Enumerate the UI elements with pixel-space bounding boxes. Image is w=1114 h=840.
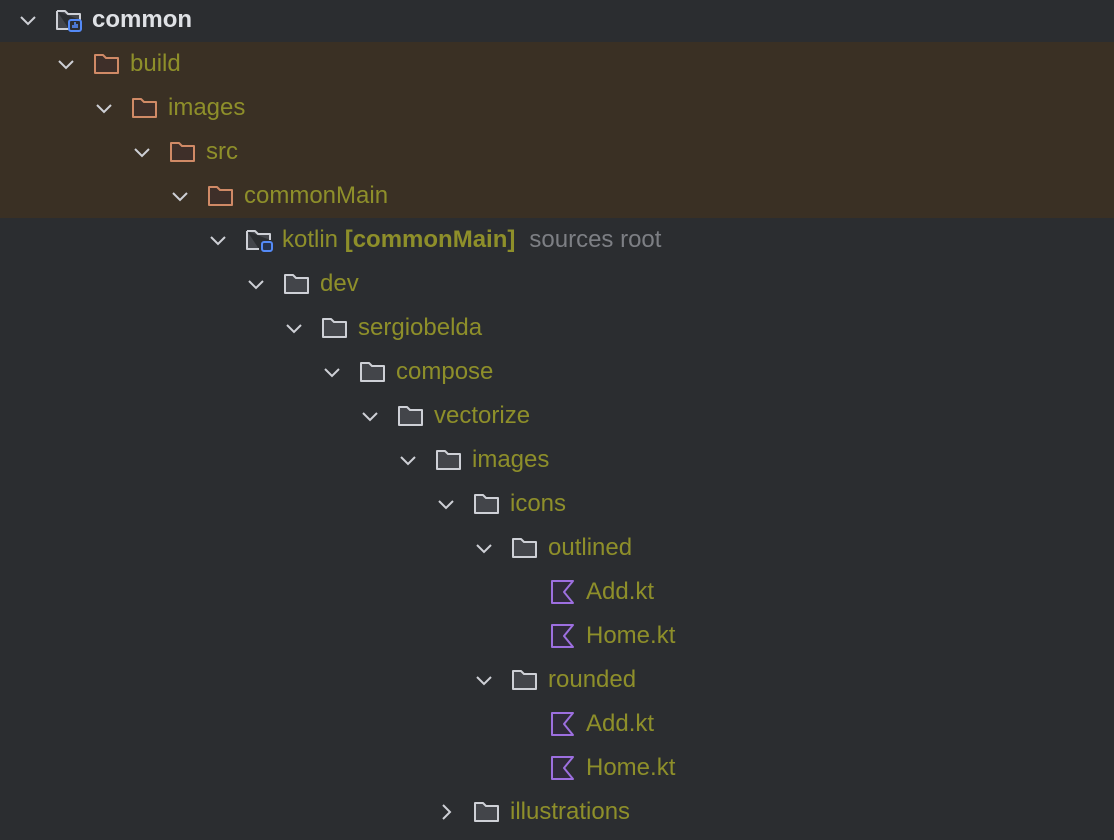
chevron-down-icon[interactable]	[208, 230, 228, 250]
chevron-down-icon[interactable]	[56, 54, 76, 74]
kotlin-file-icon	[549, 580, 577, 604]
folder-icon	[321, 316, 349, 340]
folder-icon	[397, 404, 425, 428]
kotlin-file-icon	[549, 624, 577, 648]
item-name: rounded	[548, 666, 637, 693]
item-name: compose	[396, 358, 494, 385]
tree-item-label: illustrations	[510, 798, 630, 826]
chevron-down-icon[interactable]	[170, 186, 190, 206]
tree-row[interactable]: compose	[0, 350, 1114, 394]
tree-item-label: outlined	[548, 534, 632, 562]
item-name: icons	[510, 490, 567, 517]
item-name: illustrations	[510, 798, 631, 825]
tree-row[interactable]: commonMain	[0, 174, 1114, 218]
tree-item-label: dev	[320, 270, 359, 298]
tree-row[interactable]: images	[0, 438, 1114, 482]
chevron-right-icon[interactable]	[436, 802, 456, 822]
item-name: Add.kt	[586, 710, 655, 737]
item-name: images	[168, 94, 246, 121]
tree-row[interactable]: Add.kt	[0, 570, 1114, 614]
tree-item-label: sergiobelda	[358, 314, 482, 342]
tree-item-label: rounded	[548, 666, 636, 694]
kotlin-file-icon	[549, 712, 577, 736]
item-name: sergiobelda	[358, 314, 483, 341]
tree-row[interactable]: icons	[0, 482, 1114, 526]
excluded-folder-icon	[93, 52, 121, 76]
chevron-down-icon[interactable]	[18, 10, 38, 30]
tree-item-label: vectorize	[434, 402, 530, 430]
tree-row[interactable]: sergiobelda	[0, 306, 1114, 350]
chevron-down-icon[interactable]	[132, 142, 152, 162]
item-name: Add.kt	[586, 578, 655, 605]
tree-row[interactable]: rounded	[0, 658, 1114, 702]
excluded-folder-icon	[131, 96, 159, 120]
tree-row[interactable]: Home.kt	[0, 746, 1114, 790]
source-set-label: [commonMain]	[344, 226, 516, 253]
tree-row[interactable]: build	[0, 42, 1114, 86]
tree-item-label: Home.kt	[586, 622, 675, 650]
tree-item-label: Home.kt	[586, 754, 675, 782]
source-root-folder-icon	[245, 228, 273, 252]
tree-item-label: icons	[510, 490, 566, 518]
tree-row[interactable]: kotlin [commonMain] sources root	[0, 218, 1114, 262]
tree-item-label: common	[92, 6, 192, 34]
item-name: common	[92, 6, 193, 33]
tree-item-label: src	[206, 138, 238, 166]
item-name: build	[130, 50, 181, 77]
tree-row[interactable]: Add.kt	[0, 702, 1114, 746]
tree-item-label: images	[168, 94, 245, 122]
item-name: src	[206, 138, 238, 165]
folder-icon	[473, 800, 501, 824]
excluded-folder-icon	[169, 140, 197, 164]
item-name: Home.kt	[586, 754, 676, 781]
chevron-down-icon[interactable]	[474, 670, 494, 690]
folder-icon	[511, 536, 539, 560]
tree-row[interactable]: illustrations	[0, 790, 1114, 834]
tree-item-label: compose	[396, 358, 493, 386]
item-name: kotlin	[282, 226, 339, 253]
item-name: commonMain	[244, 182, 389, 209]
tree-item-label: images	[472, 446, 549, 474]
kotlin-file-icon	[549, 756, 577, 780]
excluded-folder-icon	[207, 184, 235, 208]
tree-item-label: Add.kt	[586, 578, 654, 606]
folder-icon	[473, 492, 501, 516]
item-name: images	[472, 446, 550, 473]
item-name: vectorize	[434, 402, 531, 429]
folder-icon	[359, 360, 387, 384]
tree-row[interactable]: outlined	[0, 526, 1114, 570]
chevron-down-icon[interactable]	[360, 406, 380, 426]
tree-item-label: commonMain	[244, 182, 388, 210]
chevron-down-icon[interactable]	[94, 98, 114, 118]
tree-row[interactable]: common	[0, 0, 1114, 42]
chevron-down-icon[interactable]	[474, 538, 494, 558]
tree-item-label: Add.kt	[586, 710, 654, 738]
sources-root-hint: sources root	[529, 226, 662, 253]
chevron-down-icon[interactable]	[436, 494, 456, 514]
chevron-down-icon[interactable]	[246, 274, 266, 294]
folder-icon	[435, 448, 463, 472]
chevron-down-icon[interactable]	[284, 318, 304, 338]
tree-row[interactable]: images	[0, 86, 1114, 130]
tree-row[interactable]: dev	[0, 262, 1114, 306]
tree-row[interactable]: vectorize	[0, 394, 1114, 438]
tree-row[interactable]: src	[0, 130, 1114, 174]
tree-item-label: kotlin [commonMain] sources root	[282, 226, 661, 254]
tree-row[interactable]: Home.kt	[0, 614, 1114, 658]
folder-icon	[283, 272, 311, 296]
folder-icon	[511, 668, 539, 692]
module-folder-icon	[55, 8, 83, 32]
item-name: Home.kt	[586, 622, 676, 649]
chevron-down-icon[interactable]	[322, 362, 342, 382]
tree-item-label: build	[130, 50, 181, 78]
item-name: outlined	[548, 534, 633, 561]
item-name: dev	[320, 270, 359, 297]
chevron-down-icon[interactable]	[398, 450, 418, 470]
